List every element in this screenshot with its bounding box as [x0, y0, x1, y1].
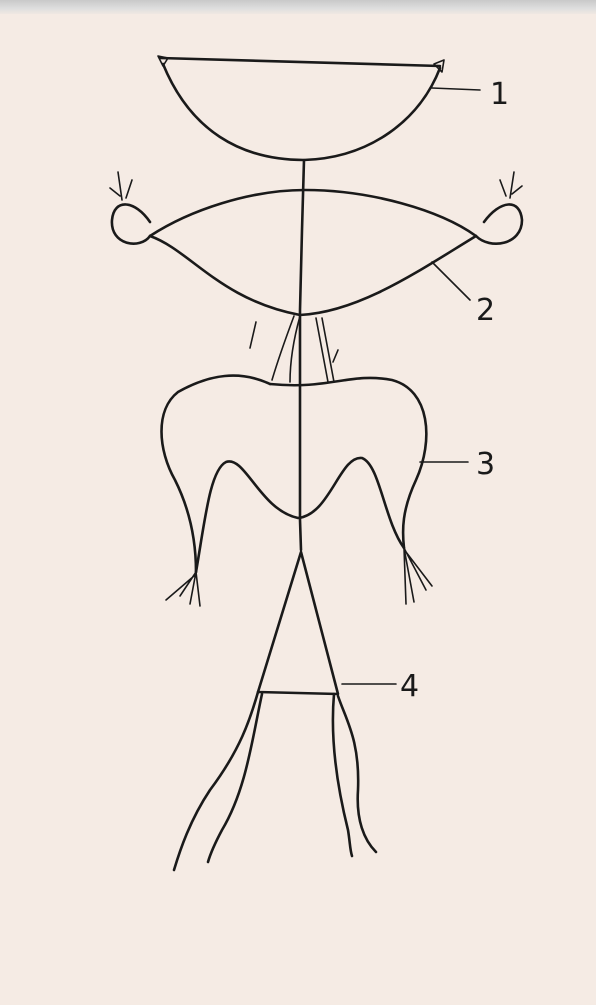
neck-lines: [250, 316, 338, 382]
leader-1: [432, 88, 480, 90]
part-3-tooth: [162, 376, 433, 606]
part-2-wing: [110, 172, 522, 315]
label-3: 3: [476, 447, 495, 482]
label-2: 2: [476, 293, 495, 328]
label-leaders: [342, 88, 480, 684]
label-1: 1: [490, 77, 509, 112]
part-4-strands: [174, 552, 376, 870]
central-axis-line: [300, 160, 304, 550]
leader-2: [432, 262, 470, 300]
label-4: 4: [400, 669, 419, 704]
part-1-bowl: [158, 56, 444, 160]
